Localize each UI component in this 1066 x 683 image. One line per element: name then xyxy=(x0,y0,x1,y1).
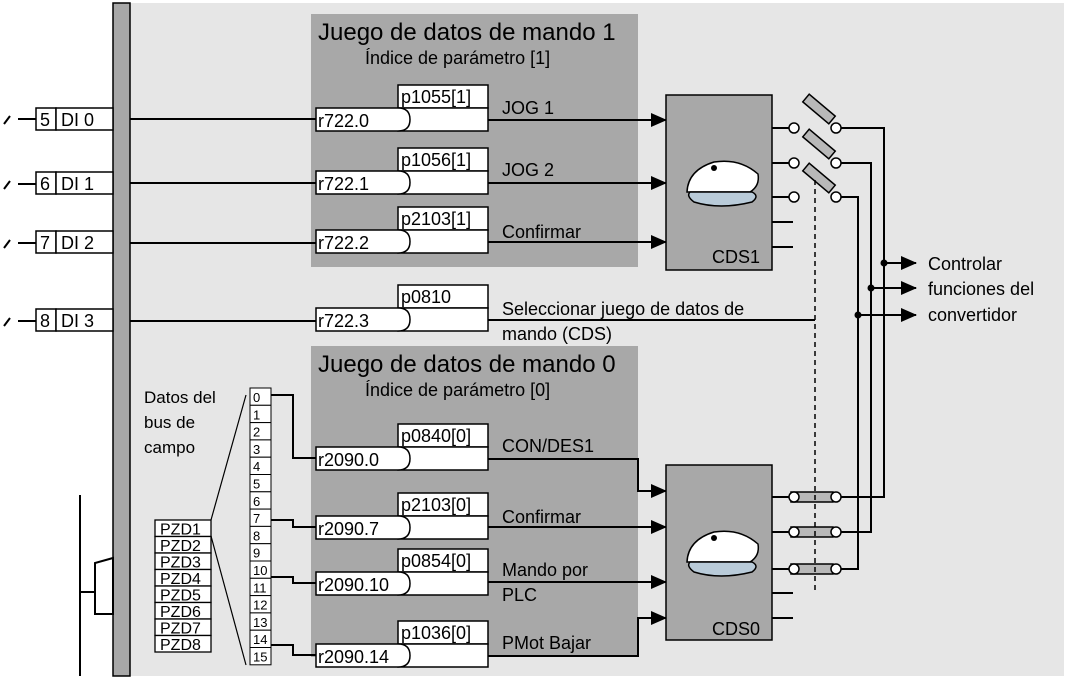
signal-label: r2090.0 xyxy=(318,450,379,470)
pzd-label: PZD6 xyxy=(160,604,201,621)
param-block-on-off: p0840[0] r2090.0 CON/DES1 xyxy=(315,423,667,498)
pzd-label: PZD4 xyxy=(160,571,201,588)
pzd-label: PZD5 xyxy=(160,588,201,605)
terminal-number: 7 xyxy=(40,233,50,253)
fieldbus-label-1: Datos del xyxy=(144,388,216,407)
bit-label: 0 xyxy=(253,390,260,405)
bit-label: 15 xyxy=(253,650,267,665)
bit-label: 5 xyxy=(253,477,260,492)
pzd-label: PZD7 xyxy=(160,621,201,638)
function-label: JOG 1 xyxy=(502,98,554,118)
di-label: DI 0 xyxy=(61,110,94,130)
param-label: p1056[1] xyxy=(401,150,471,170)
param-label: p1036[0] xyxy=(401,623,471,643)
param-block-cds-select: p0810 r722.3 Seleccionar juego de datos … xyxy=(315,284,815,344)
function-label: JOG 2 xyxy=(502,160,554,180)
bit-label: 2 xyxy=(253,425,260,440)
terminal-number: 6 xyxy=(40,174,50,194)
digital-input-di2: 7 DI 2 xyxy=(3,230,114,254)
cds0-title: Juego de datos de mando 0 xyxy=(318,351,616,378)
cds1-label: CDS1 xyxy=(712,247,760,267)
bit-label: 4 xyxy=(253,459,260,474)
param-label: p0810 xyxy=(401,287,451,307)
pzd-box xyxy=(154,634,212,653)
bit-label: 14 xyxy=(253,632,267,647)
output-label-3: convertidor xyxy=(928,305,1017,325)
switch-blade xyxy=(801,162,837,194)
param-block-confirm0: p2103[0] r2090.7 Confirmar xyxy=(315,492,667,540)
pzd-label: PZD8 xyxy=(160,637,201,654)
param-label: p2103[0] xyxy=(401,495,471,515)
terminal-number: 5 xyxy=(40,110,50,130)
param-block-plc: p0854[0] r2090.10 Mando por PLC xyxy=(315,548,667,605)
signal-bus-bar xyxy=(112,2,131,677)
param-block-jog1: p1055[1] r722.0 JOG 1 xyxy=(315,84,667,132)
di-label: DI 2 xyxy=(61,233,94,253)
digital-input-di1: 6 DI 1 xyxy=(3,171,114,195)
param-label: p2103[1] xyxy=(401,209,471,229)
param-block-mop-down: p1036[0] r2090.14 PMot Bajar xyxy=(315,611,667,668)
digital-input-di0: 5 DI 0 xyxy=(3,107,114,131)
fieldbus-label-2: bus de xyxy=(144,413,195,432)
signal-label: r2090.14 xyxy=(318,647,389,667)
di-label: DI 1 xyxy=(61,174,94,194)
di-label-box xyxy=(55,107,114,131)
cds0-subtitle: Índice de parámetro [0] xyxy=(365,380,550,400)
bit-box xyxy=(249,647,272,666)
switch-blade xyxy=(801,128,837,160)
function-label-2: PLC xyxy=(502,585,537,605)
bit-label: 11 xyxy=(253,580,267,595)
bit-label: 1 xyxy=(253,407,260,422)
bit-label: 6 xyxy=(253,494,260,509)
function-label: Confirmar xyxy=(502,507,581,527)
pzd-label: PZD1 xyxy=(160,522,201,539)
cap-icon xyxy=(686,160,760,207)
bit-label: 12 xyxy=(253,598,267,613)
cap-icon xyxy=(686,530,760,577)
signal-label: r722.1 xyxy=(318,174,369,194)
function-label: Seleccionar juego de datos de xyxy=(502,299,744,319)
output-label-1: Controlar xyxy=(928,254,1002,274)
param-label: p0840[0] xyxy=(401,426,471,446)
function-label-2: mando (CDS) xyxy=(502,324,612,344)
pzd-label: PZD2 xyxy=(160,538,201,555)
fieldbus-label-3: campo xyxy=(144,438,195,457)
param-label: p0854[0] xyxy=(401,551,471,571)
param-block-confirm1: p2103[1] r722.2 Confirmar xyxy=(315,206,667,254)
bit-label: 8 xyxy=(253,528,260,543)
function-label: Confirmar xyxy=(502,222,581,242)
signal-label: r722.2 xyxy=(318,233,369,253)
signal-label: r722.3 xyxy=(318,311,369,331)
bit-label: 3 xyxy=(253,442,260,457)
switch-blade xyxy=(801,93,837,125)
cds1-subtitle: Índice de parámetro [1] xyxy=(365,48,550,68)
param-block-jog2: p1056[1] r722.1 JOG 2 xyxy=(315,147,667,195)
cds1-title: Juego de datos de mando 1 xyxy=(318,19,616,46)
cds0-label: CDS0 xyxy=(712,619,760,639)
bit-label: 9 xyxy=(253,546,260,561)
bit-label: 10 xyxy=(253,563,267,578)
function-label: PMot Bajar xyxy=(502,633,591,653)
di-label: DI 3 xyxy=(61,311,94,331)
pzd-label: PZD3 xyxy=(160,555,201,572)
pzd1-expansion xyxy=(210,394,247,666)
param-label: p1055[1] xyxy=(401,87,471,107)
fieldbus-connector xyxy=(80,556,114,615)
signal-label: r722.0 xyxy=(318,111,369,131)
signal-label: r2090.7 xyxy=(318,519,379,539)
bit-label: 7 xyxy=(253,511,260,526)
output-label-2: funciones del xyxy=(928,279,1034,299)
digital-input-di3: 8 DI 3 xyxy=(3,308,114,332)
function-label: Mando por xyxy=(502,560,588,580)
signal-label: r2090.10 xyxy=(318,575,389,595)
bit-label: 13 xyxy=(253,615,267,630)
function-label: CON/DES1 xyxy=(502,436,594,456)
terminal-number: 8 xyxy=(40,311,50,331)
